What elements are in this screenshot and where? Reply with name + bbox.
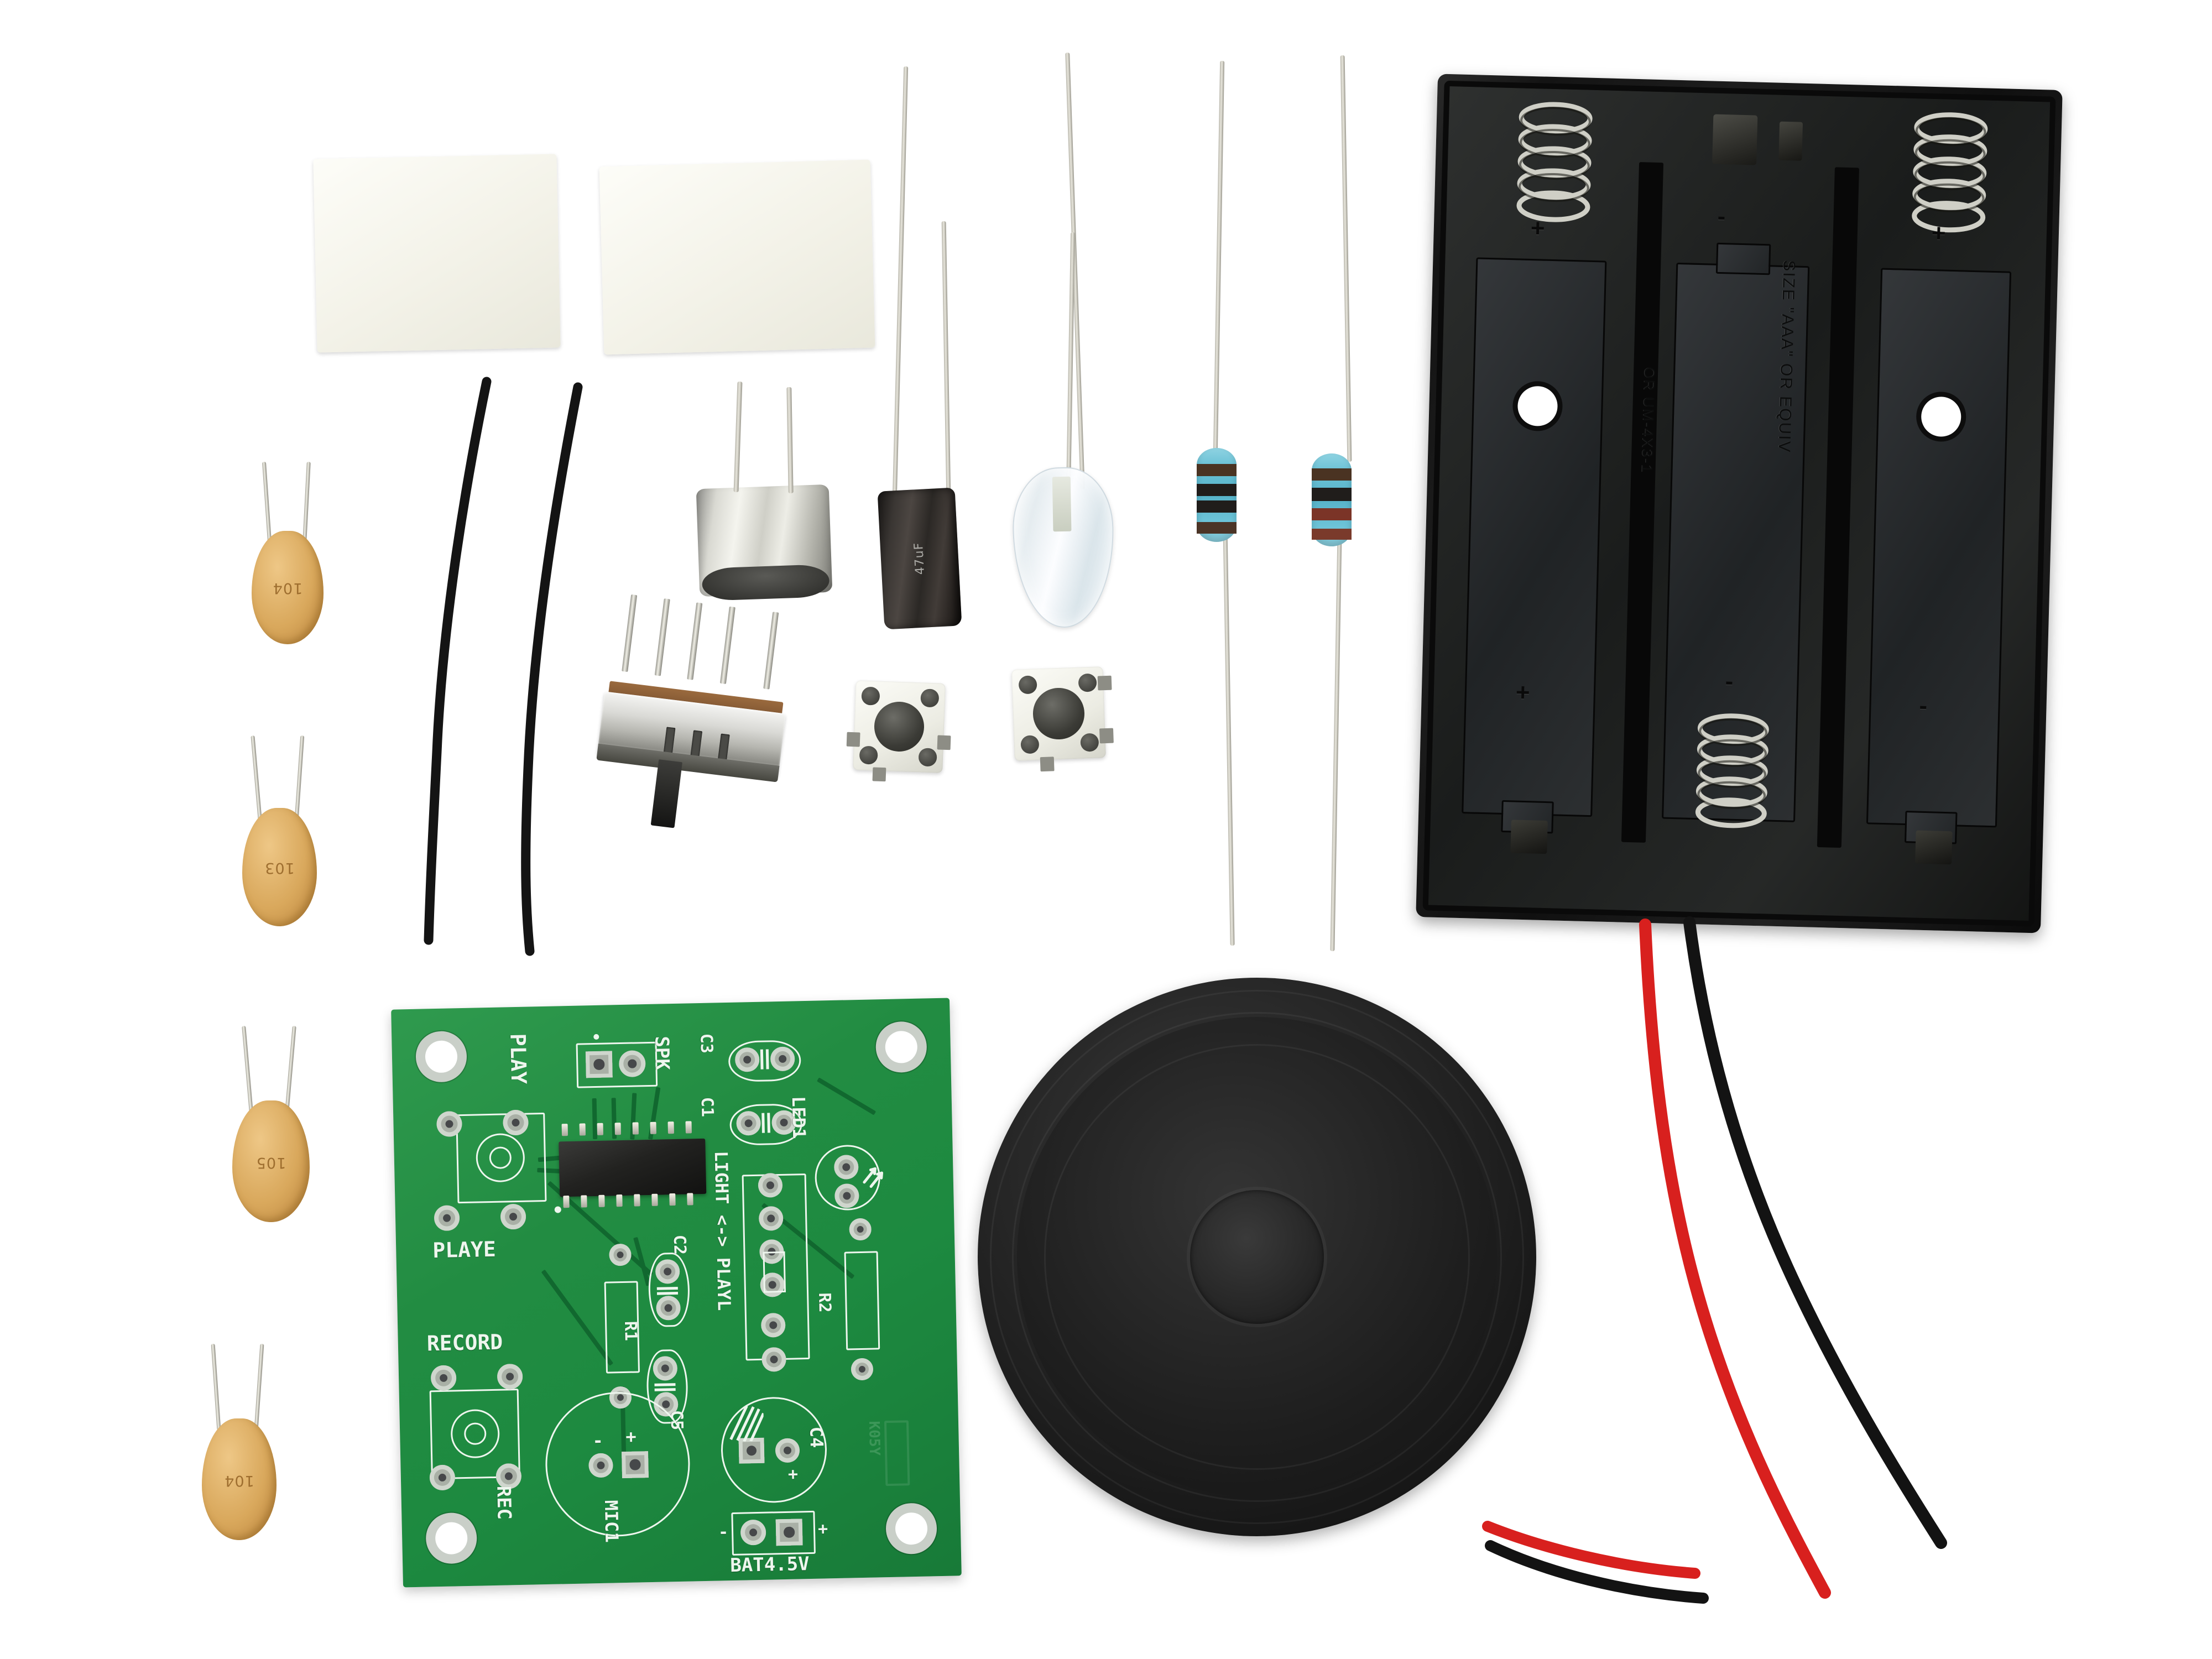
c4-polarity-hatch xyxy=(729,1405,764,1442)
ceramic-capacitor-1: 104 xyxy=(252,461,324,644)
r1-pad-1 xyxy=(609,1243,632,1266)
cap-body xyxy=(232,1100,310,1222)
silk-mic-minus: - xyxy=(592,1430,604,1452)
cap-body xyxy=(242,808,317,926)
pcb-trace xyxy=(817,1077,877,1115)
silk-rec: REC xyxy=(492,1485,515,1520)
silk-c2: C2 xyxy=(669,1234,690,1255)
speaker-ring-inner xyxy=(1044,1044,1470,1470)
mic1-pad-plus xyxy=(622,1451,649,1479)
cap-body xyxy=(252,531,324,644)
pcb-mounting-hole-tl xyxy=(425,1040,458,1073)
record-pad-bl xyxy=(429,1464,456,1491)
speaker-ring-outer xyxy=(990,990,1524,1524)
battery-positive-wire xyxy=(1639,919,1831,1599)
speaker-dust-cap xyxy=(1190,1190,1324,1324)
pcb-edge-mark-box xyxy=(884,1420,910,1486)
battery-negative-wire xyxy=(1683,916,1947,1549)
silk-mic1: MIC1 xyxy=(600,1500,623,1543)
pcb-edge-mark: K05Y xyxy=(865,1421,883,1456)
silk-bat-plus: + xyxy=(817,1519,828,1539)
battery-spring-1 xyxy=(1516,102,1593,222)
r2-pad-1 xyxy=(849,1218,872,1241)
silk-mic-plus: + xyxy=(625,1426,637,1447)
ic-chip xyxy=(559,1138,707,1197)
band-red xyxy=(1312,508,1352,520)
c5-mark xyxy=(654,1388,676,1391)
silk-r1: R1 xyxy=(620,1321,640,1342)
led-emission-arrows-icon xyxy=(863,1167,884,1188)
c1-mark xyxy=(761,1113,765,1133)
pcb-trace xyxy=(541,1269,614,1366)
mode-switch-slot xyxy=(763,1251,786,1293)
band-black-2 xyxy=(1197,500,1237,513)
c3-mark xyxy=(765,1049,769,1070)
battery-holder: + - + + - - SIZE "AAA" OR EQUIV OR UM-4X… xyxy=(1416,74,2063,933)
ic-pins-top xyxy=(560,1121,707,1143)
r2-pad-2 xyxy=(851,1358,874,1381)
pcb-mounting-hole-br xyxy=(895,1512,928,1545)
silk-bat-minus: - xyxy=(718,1522,729,1542)
battery-spring-2 xyxy=(1912,112,1988,233)
hookup-wire-black-2 xyxy=(521,382,583,956)
hookup-wire-black-1 xyxy=(424,377,492,945)
speaker-positive-wire xyxy=(1482,1521,1700,1579)
resistor-2 xyxy=(1312,453,1352,546)
silk-r2: R2 xyxy=(815,1292,834,1313)
resistor-1 xyxy=(1197,448,1237,542)
silk-play: PLAY xyxy=(505,1033,531,1084)
pcb-fiducial-dot xyxy=(593,1034,599,1040)
band-brown xyxy=(1312,468,1352,481)
ceramic-capacitor-3: 105 xyxy=(232,1025,310,1222)
band-brown xyxy=(1197,463,1237,476)
record-pad-tl xyxy=(430,1365,457,1391)
silk-record: RECORD xyxy=(426,1329,503,1356)
silk-mode: LIGHT <-> PLAYL xyxy=(710,1150,735,1311)
ic-pins-bottom xyxy=(561,1193,708,1215)
record-pad-tr xyxy=(497,1363,523,1390)
r2-outline xyxy=(844,1251,880,1350)
spk-pad-1 xyxy=(585,1051,613,1078)
band-black xyxy=(1312,488,1352,501)
c3-mark xyxy=(760,1049,764,1070)
mode-pad-6 xyxy=(761,1347,787,1372)
silk-bat: BAT4.5V xyxy=(729,1553,810,1577)
pcb-mounting-hole-bl xyxy=(435,1522,468,1555)
bat-pad-plus xyxy=(775,1519,803,1546)
silk-c4: C4 xyxy=(806,1426,827,1448)
speaker xyxy=(978,978,1536,1536)
cap-body xyxy=(202,1418,276,1540)
c2-mark xyxy=(656,1291,679,1295)
silk-led1: LED1 xyxy=(787,1095,810,1139)
c4-pad-minus xyxy=(738,1437,765,1464)
silk-c1: C1 xyxy=(697,1097,717,1118)
battery-spring-3 xyxy=(1695,713,1769,828)
play-pad-br xyxy=(500,1203,526,1230)
c1-mark xyxy=(767,1113,770,1133)
speaker-negative-wire xyxy=(1485,1540,1709,1604)
ceramic-capacitor-4: 104 xyxy=(202,1343,276,1540)
band-brown-tol xyxy=(1197,522,1237,534)
band-brown-tol xyxy=(1312,529,1352,540)
silk-playe: PLAYE xyxy=(432,1237,497,1263)
band-black xyxy=(1197,483,1237,496)
silk-spk: SPK xyxy=(650,1036,674,1071)
c2-mark xyxy=(656,1286,678,1290)
speaker-ring-mid xyxy=(1012,1012,1502,1502)
pcb-board: SPK PLAY PLAYE RECORD REC xyxy=(391,998,962,1588)
silk-c3: C3 xyxy=(696,1033,716,1054)
ceramic-capacitor-2: 103 xyxy=(242,735,317,926)
play-pad-bl xyxy=(434,1205,460,1232)
ic-pin1-dot xyxy=(554,1206,561,1213)
pcb-mounting-hole-tr xyxy=(885,1030,918,1063)
silk-c4-plus: + xyxy=(787,1464,799,1484)
c5-mark xyxy=(654,1383,676,1386)
